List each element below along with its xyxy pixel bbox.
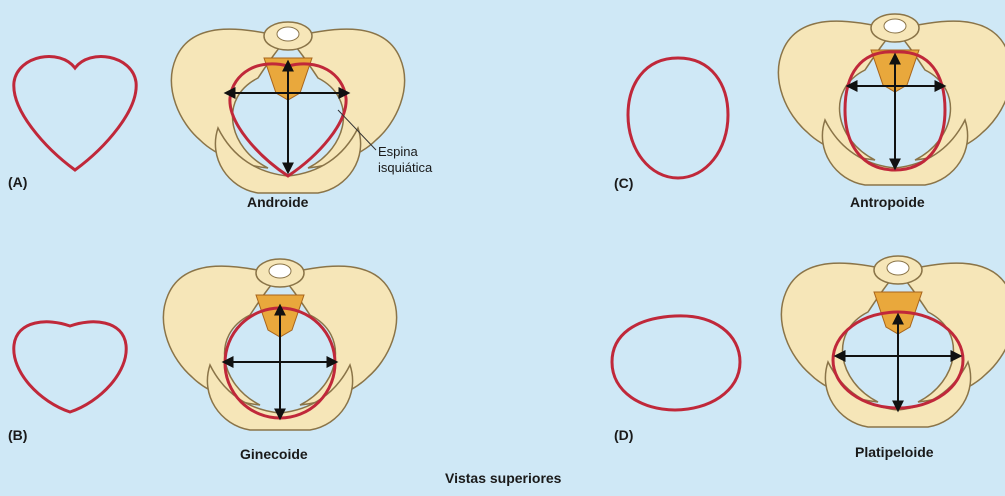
panel-name-platipeloide: Platipeloide	[855, 444, 934, 460]
pelvis-illustration-platipeloide	[781, 256, 1005, 427]
inlet-outline-antropoide	[628, 58, 728, 178]
pelvis-illustration-antropoide	[778, 14, 1005, 185]
callout-espina-isquiatica: Espina isquiática	[378, 144, 432, 176]
panel-ginecoide	[14, 259, 397, 430]
panel-name-ginecoide: Ginecoide	[240, 446, 308, 462]
panel-name-androide: Androide	[247, 194, 308, 210]
callout-line-1: Espina	[378, 144, 432, 160]
panel-letter-b: (B)	[8, 427, 27, 443]
panel-letter-a: (A)	[8, 174, 27, 190]
panel-letter-c: (C)	[614, 175, 633, 191]
panel-letter-d: (D)	[614, 427, 633, 443]
inlet-outline-platipeloide	[612, 316, 740, 410]
inlet-outline-androide	[14, 57, 136, 170]
inlet-outline-ginecoide	[14, 322, 126, 412]
panel-antropoide	[628, 14, 1005, 185]
callout-line-2: isquiática	[378, 160, 432, 176]
panel-androide	[14, 22, 405, 193]
panel-name-antropoide: Antropoide	[850, 194, 925, 210]
panel-platipeloide	[612, 256, 1005, 427]
footer-caption: Vistas superiores	[445, 470, 561, 486]
